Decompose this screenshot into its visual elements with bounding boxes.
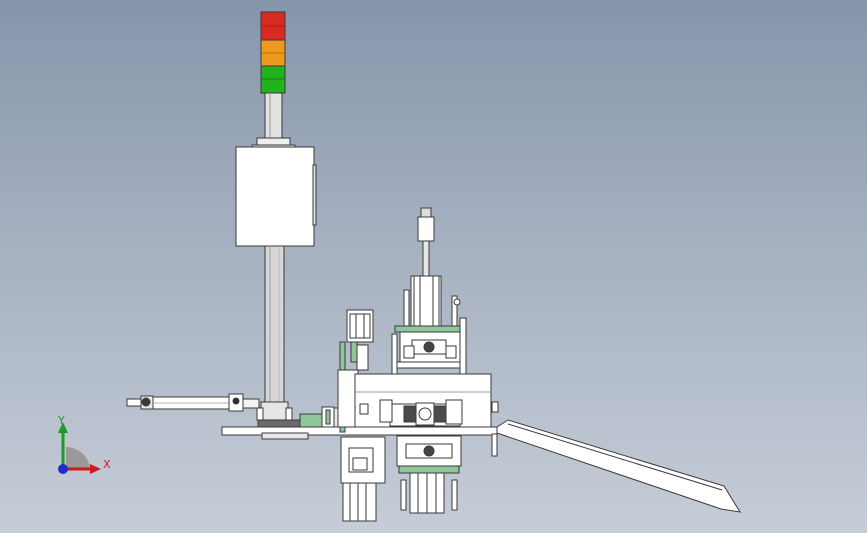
signal-tower[interactable] xyxy=(251,11,296,149)
axis-y-arrow xyxy=(58,422,68,433)
lower-cylinder-left[interactable] xyxy=(340,436,386,522)
tower-base xyxy=(256,137,291,146)
horizontal-cylinder[interactable] xyxy=(126,393,260,412)
upper-press-cylinder[interactable] xyxy=(391,207,467,375)
axis-y-label: Y xyxy=(58,414,65,427)
support-column[interactable] xyxy=(256,245,293,421)
main-housing[interactable] xyxy=(337,369,499,428)
axis-triad xyxy=(58,422,101,474)
lower-cylinder-right[interactable] xyxy=(396,435,462,514)
base-plate[interactable] xyxy=(221,406,498,440)
axis-x-arrow xyxy=(90,464,101,474)
axis-triad-rotation-arc xyxy=(66,446,90,468)
tower-pole-upper xyxy=(264,92,283,139)
discharge-chute[interactable] xyxy=(491,419,741,513)
axis-x-label: X xyxy=(103,458,111,471)
axis-z-dot xyxy=(58,464,68,474)
control-box[interactable] xyxy=(235,146,317,247)
